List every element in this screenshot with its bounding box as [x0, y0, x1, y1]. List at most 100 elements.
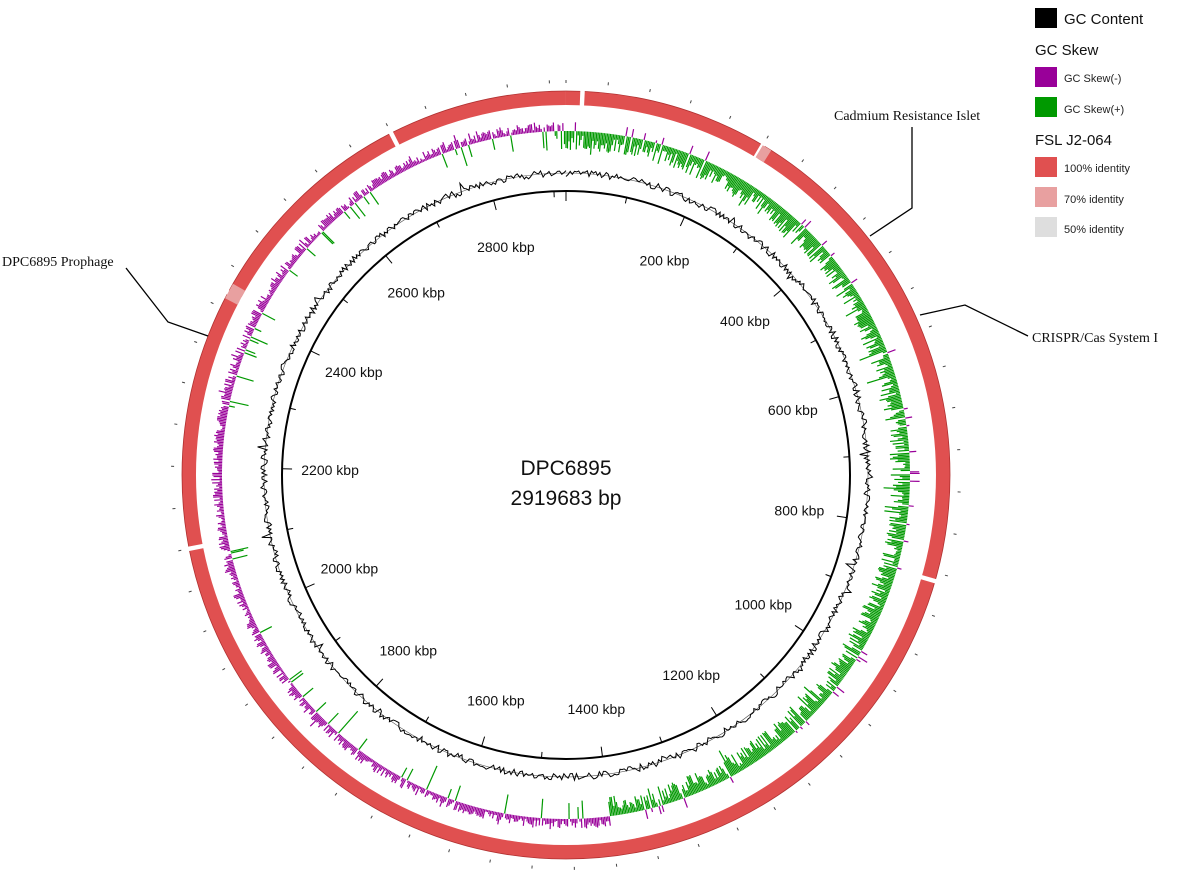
gc-skew-bar — [229, 368, 239, 373]
gc-skew-bar — [380, 767, 387, 777]
gc-skew-bar — [290, 682, 293, 686]
gc-skew-bar — [893, 500, 909, 504]
gc-skew-bar — [511, 814, 513, 819]
gc-skew-bar — [402, 167, 405, 172]
gc-skew-bar — [685, 154, 692, 168]
gc-skew-bar — [765, 744, 772, 752]
gc-skew-bar — [501, 130, 504, 137]
gc-skew-bar — [219, 424, 226, 427]
gc-skew-bar — [596, 817, 599, 828]
gc-skew-bar — [218, 421, 227, 424]
gc-skew-bar — [488, 130, 492, 140]
gc-skew-bar — [685, 781, 692, 796]
gc-skew-bar — [295, 246, 304, 254]
gc-skew-bar — [349, 201, 354, 206]
gc-skew-bar — [242, 601, 247, 604]
gc-skew-bar — [453, 135, 459, 149]
gc-skew-bar — [277, 274, 284, 280]
scale-tick — [540, 751, 543, 758]
outer-tick — [370, 815, 373, 819]
gc-skew-bar — [843, 658, 854, 666]
gc-skew-bar — [244, 612, 252, 617]
gc-skew-bar — [360, 753, 366, 761]
scale-tick — [624, 197, 628, 204]
gc-skew-bar — [764, 748, 769, 754]
gc-skew-bar — [381, 172, 388, 182]
gc-skew-bar — [841, 279, 850, 286]
gc-skew-bar — [533, 122, 536, 133]
gc-skew-bar — [592, 132, 595, 141]
gc-skew-bar — [372, 760, 375, 763]
gc-skew-bar — [883, 565, 897, 571]
gc-skew-bar — [253, 309, 262, 316]
gc-skew-bar — [360, 754, 367, 764]
gc-skew-bar — [545, 131, 548, 151]
gc-skew-bar — [889, 452, 910, 456]
gc-skew-bar — [343, 205, 348, 211]
gc-skew-bar — [887, 397, 902, 403]
gc-skew-bar — [887, 543, 903, 548]
gc-skew-bar — [447, 788, 452, 799]
gc-skew-bar — [600, 817, 603, 825]
gc-skew-bar — [828, 670, 842, 682]
gc-skew-bar — [626, 136, 632, 153]
gc-skew-bar — [813, 247, 825, 257]
scale-label: 800 kbp — [774, 502, 824, 518]
gc-skew-bar — [745, 748, 757, 763]
gc-skew-bar — [832, 691, 840, 697]
legend-title-ring: FSL J2-064 — [1035, 132, 1112, 149]
gc-skew-bar — [772, 738, 779, 747]
gc-skew-bar — [775, 728, 786, 741]
gc-skew-bar — [601, 132, 604, 146]
gc-skew-bar — [842, 281, 851, 288]
gc-skew-bar — [384, 769, 389, 775]
gc-skew-bar — [472, 139, 476, 144]
gc-skew-bar — [887, 534, 905, 539]
gc-skew-bar — [405, 160, 411, 169]
gc-skew-bar — [458, 801, 461, 806]
gc-skew-bar — [603, 133, 607, 149]
gc-skew-bar — [671, 149, 678, 163]
gc-skew-bar — [478, 134, 482, 142]
gc-skew-bar — [810, 710, 814, 715]
gc-skew-bar — [254, 633, 262, 638]
gc-skew-bar — [855, 630, 870, 639]
outer-tick — [697, 843, 700, 848]
gc-skew-bar — [284, 262, 292, 269]
gc-skew-bar — [856, 658, 861, 663]
gc-skew-bar — [422, 788, 426, 794]
gc-skew-bar — [281, 670, 284, 673]
gc-skew-bar — [725, 760, 735, 776]
outer-tick — [729, 115, 732, 119]
gc-skew-bar — [897, 454, 910, 457]
gc-skew-bar — [700, 776, 708, 790]
gc-skew-bar — [240, 342, 248, 347]
gc-skew-bar — [400, 779, 407, 789]
gc-skew-bar — [900, 510, 909, 513]
scale-tick — [659, 736, 663, 743]
gc-skew-bar — [488, 810, 491, 815]
gc-skew-bar — [747, 756, 754, 765]
gc-skew-bar — [685, 154, 694, 174]
gc-skew-bar — [419, 786, 422, 790]
gc-skew-bar — [376, 765, 383, 774]
legend-swatch-identity-50 — [1035, 217, 1057, 237]
gc-skew-bar — [803, 231, 810, 238]
gc-skew-bar — [395, 171, 399, 176]
gc-skew-bar — [816, 683, 831, 696]
gc-skew-bar — [230, 549, 244, 554]
gc-skew-bar — [280, 265, 289, 273]
gc-skew-bar — [849, 640, 864, 650]
gc-skew-bar — [869, 619, 877, 624]
gc-skew-bar — [217, 505, 224, 508]
gc-skew-bar — [248, 330, 254, 334]
gc-skew-bar — [279, 278, 283, 281]
gc-skew-bar — [448, 798, 452, 806]
gc-skew-bar — [245, 342, 249, 345]
gc-skew-bar — [860, 650, 868, 656]
gc-skew-bar — [245, 349, 256, 355]
gc-skew-bar — [369, 185, 374, 191]
gc-skew-bar — [890, 522, 907, 527]
gc-skew-bar — [810, 690, 825, 703]
gc-skew-bar — [650, 142, 654, 149]
